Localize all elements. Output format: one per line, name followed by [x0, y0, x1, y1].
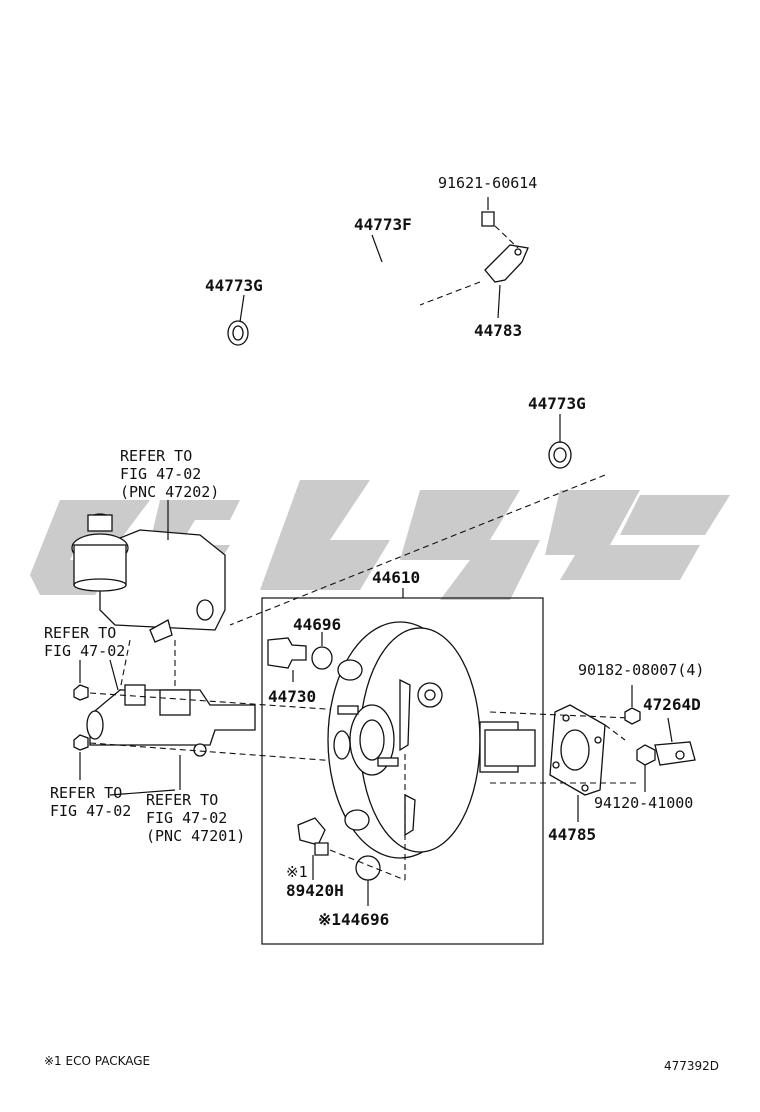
hose-clip-left [227, 320, 249, 346]
bracket-44783 [419, 197, 529, 319]
ref-left-bottom: REFER TO FIG 47-02 [50, 784, 131, 820]
svg-text:(PNC 47202): (PNC 47202) [120, 483, 219, 501]
label-44783: 44783 [474, 321, 522, 340]
svg-text:REFER TO: REFER TO [120, 447, 192, 465]
ref-left-top: REFER TO FIG 47-02 [44, 624, 125, 660]
hose-clip-right [548, 441, 572, 469]
label-44696: 44696 [293, 615, 341, 634]
label-44696-eco: ※144696 [318, 910, 389, 929]
sensor-89420H [297, 817, 329, 880]
footer-note: ※1 ECO PACKAGE [44, 1054, 150, 1068]
nut-left-top [73, 684, 89, 701]
label-47264D: 47264D [643, 695, 701, 714]
nut-90182 [624, 685, 641, 725]
svg-text:FIG 47-02: FIG 47-02 [44, 642, 125, 660]
svg-text:(PNC 47201): (PNC 47201) [146, 827, 245, 845]
check-valve-44730 [267, 637, 307, 682]
label-44610: 44610 [372, 568, 420, 587]
brake-booster-44610 [327, 621, 536, 859]
label-90182: 90182-08007(4) [578, 661, 704, 679]
nut-94120 [636, 744, 656, 792]
label-89420H: 89420H [286, 881, 344, 900]
ref-reservoir: REFER TO FIG 47-02 (PNC 47202) [120, 447, 219, 501]
master-cylinder [86, 639, 256, 790]
svg-text:REFER TO: REFER TO [44, 624, 116, 642]
reservoir [71, 500, 226, 643]
label-91621: 91621-60614 [438, 174, 537, 192]
ref-master-cylinder: REFER TO FIG 47-02 (PNC 47201) [146, 791, 245, 845]
vacuum-hose-44773F [248, 258, 552, 450]
svg-text:FIG 47-02: FIG 47-02 [146, 809, 227, 827]
watermark-logo [30, 480, 730, 600]
label-89420H-mark: ※1 [286, 863, 308, 881]
clevis-47264D [654, 717, 696, 766]
grommet-44696 [311, 632, 333, 670]
figure-id: 477392D [664, 1059, 719, 1073]
label-44785: 44785 [548, 825, 596, 844]
label-44730: 44730 [268, 687, 316, 706]
svg-text:FIG 47-02: FIG 47-02 [120, 465, 201, 483]
label-44773F: 44773F [354, 215, 412, 234]
svg-text:FIG 47-02: FIG 47-02 [50, 802, 131, 820]
svg-text:REFER TO: REFER TO [50, 784, 122, 802]
nut-left-bottom [73, 734, 89, 751]
svg-text:REFER TO: REFER TO [146, 791, 218, 809]
label-44773G-top: 44773G [205, 276, 263, 295]
gasket-44785 [549, 704, 606, 822]
grommet-44696-eco [355, 855, 381, 906]
label-44773G-right: 44773G [528, 394, 586, 413]
label-94120: 94120-41000 [594, 794, 693, 812]
